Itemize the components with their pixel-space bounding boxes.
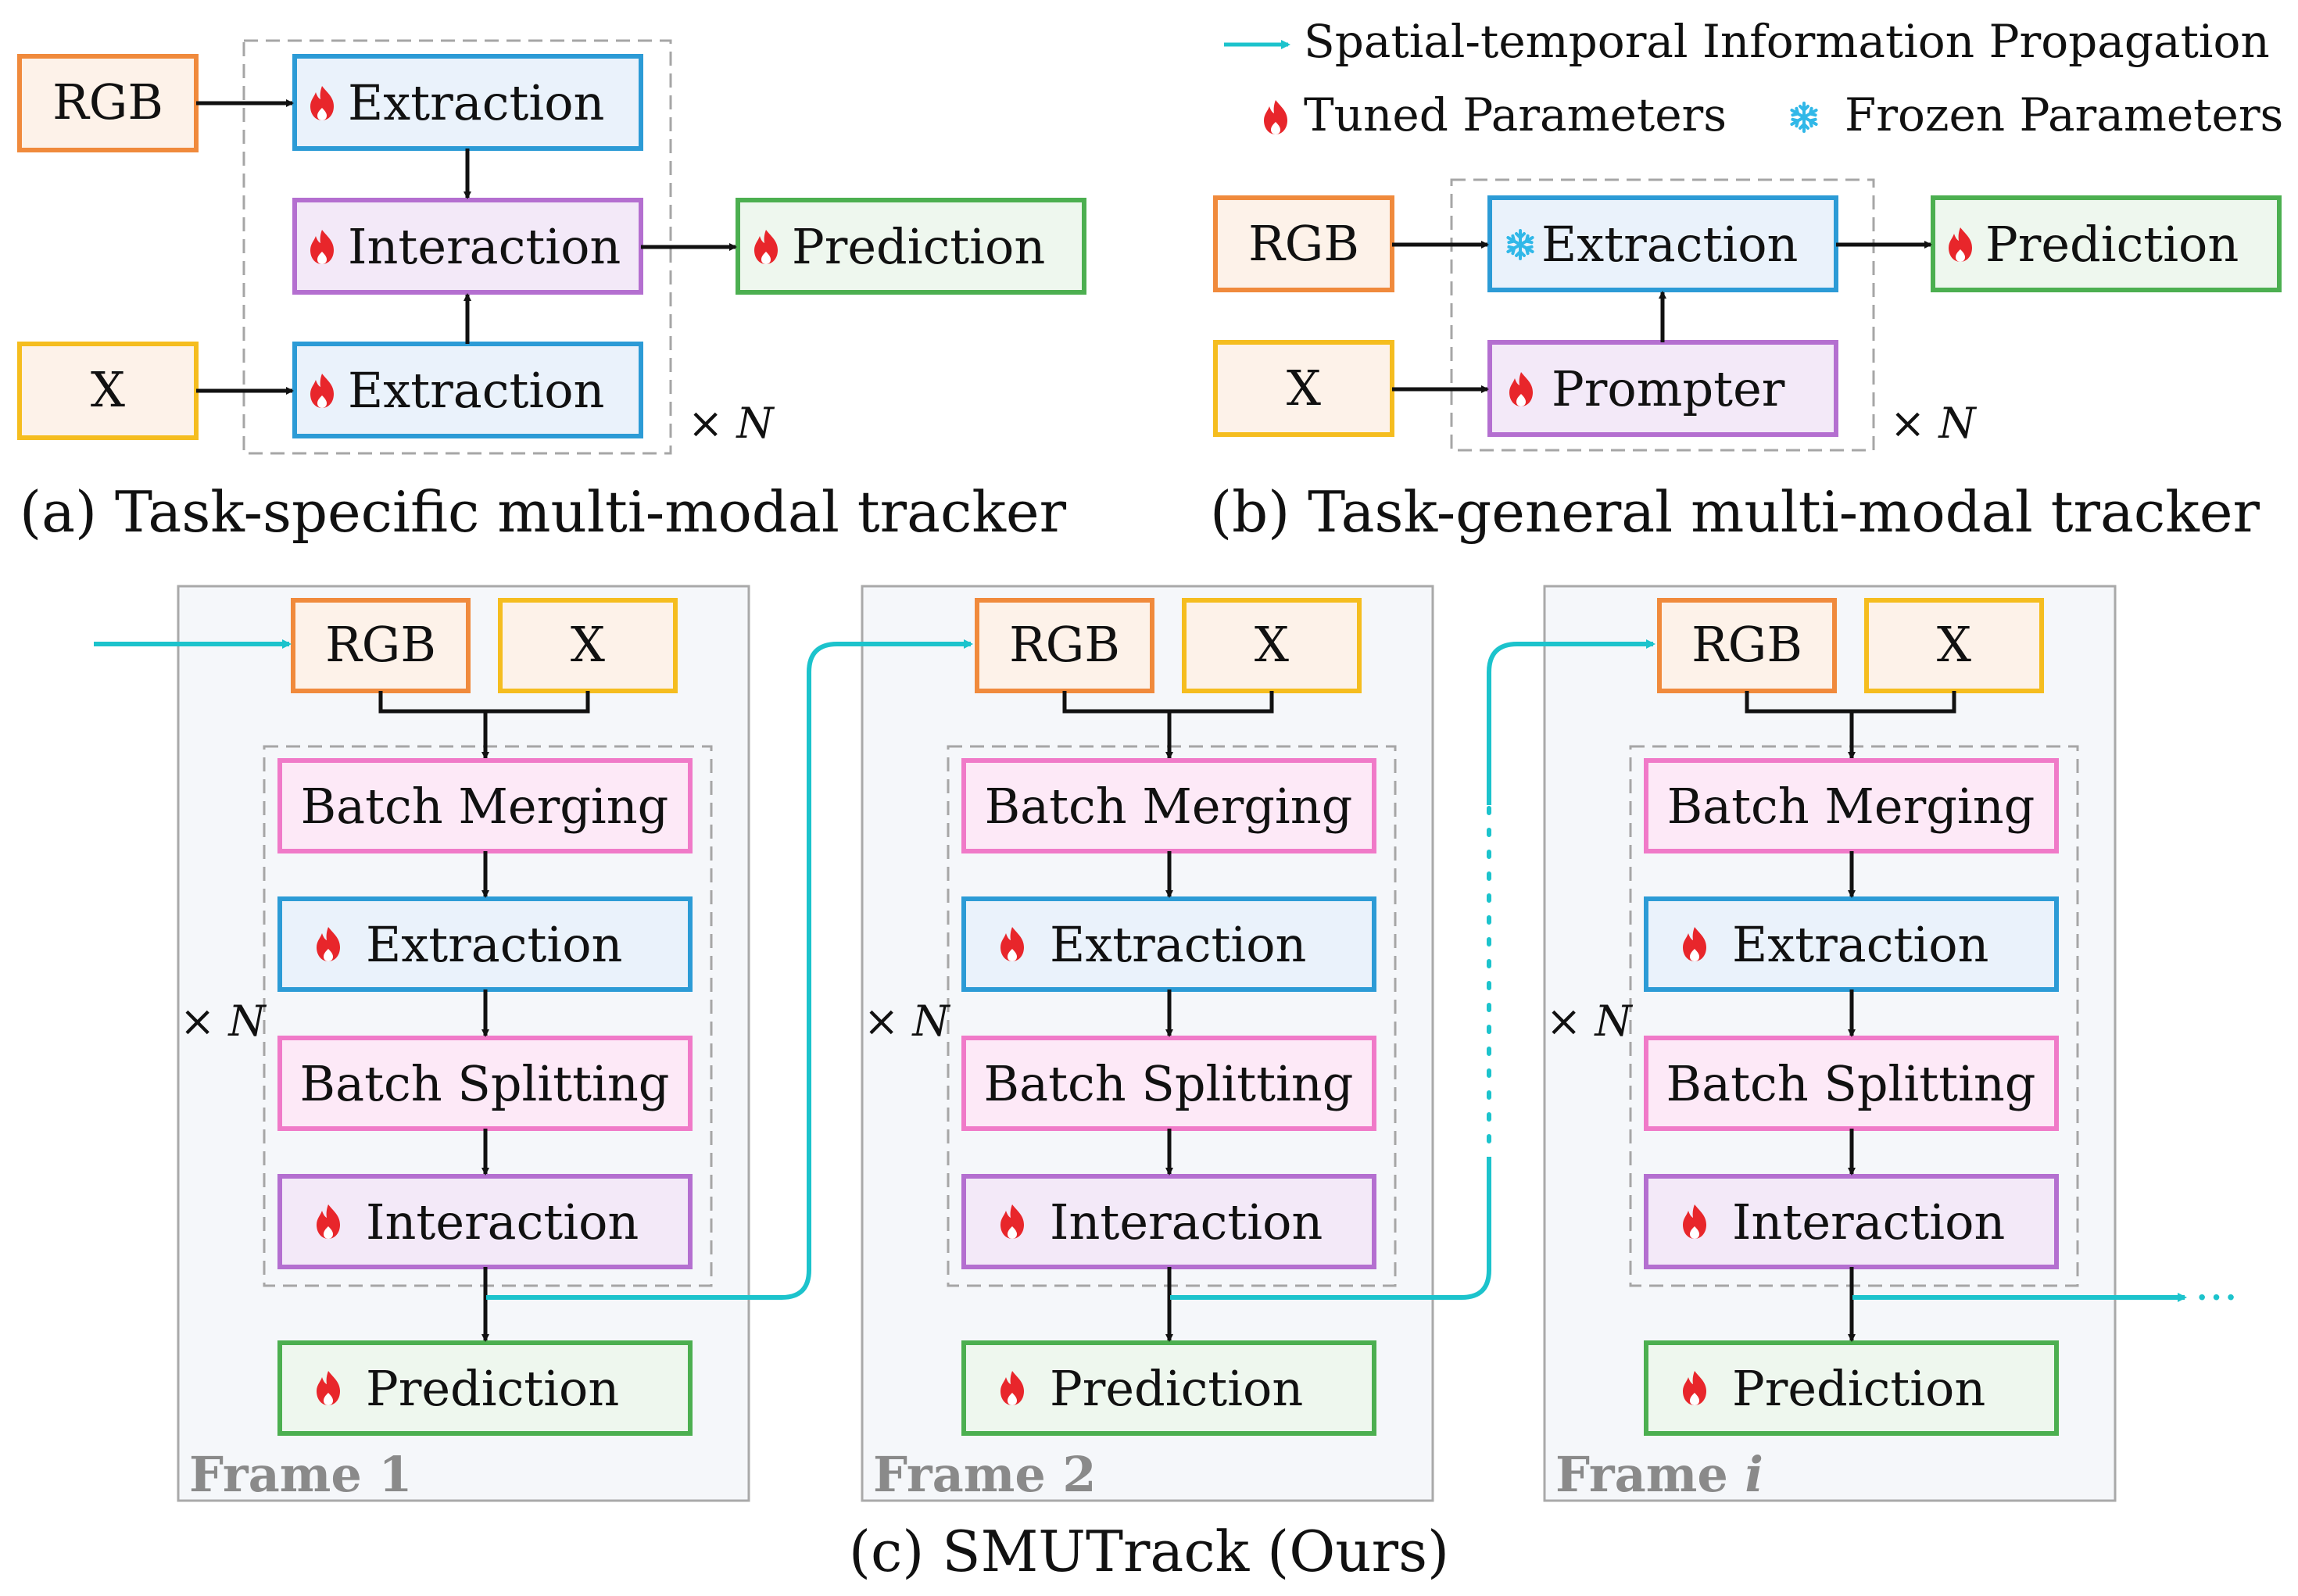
- extraction-label: Extraction: [1050, 916, 1306, 973]
- panel-b-prediction-label: Prediction: [1985, 216, 2239, 273]
- prediction-label: Prediction: [1050, 1360, 1303, 1417]
- interaction-label: Interaction: [366, 1193, 639, 1251]
- propagation-arrow-frame-i-in: [1487, 639, 1655, 805]
- frame-label: Frame i: [1555, 1446, 1763, 1503]
- frame-label-text: Frame 2: [873, 1446, 1097, 1503]
- interaction-box: [277, 1174, 693, 1269]
- frame-label: Frame 2: [873, 1446, 1097, 1503]
- panel-b-x-label: X: [1287, 360, 1321, 417]
- prediction-label: Prediction: [366, 1360, 619, 1417]
- batch-splitting-label: Batch Splitting: [984, 1055, 1354, 1112]
- x-input-box: [498, 598, 678, 693]
- batch-merging-box: [961, 758, 1376, 853]
- frame-label-index: i: [1745, 1446, 1763, 1503]
- batch-merging-box: [1644, 758, 2059, 853]
- propagation-ellipsis: ···: [2195, 1271, 2238, 1324]
- propagation-arrow-frame2-out: [1170, 1157, 1491, 1300]
- rgb-input-label: RGB: [1691, 616, 1802, 673]
- prediction-box: [1644, 1340, 2059, 1436]
- x-input-box: [1182, 598, 1362, 693]
- repeat-block: [263, 745, 713, 1287]
- panel-a-caption: (a) Task-specific multi-modal tracker: [20, 479, 1067, 545]
- propagation-arrow-frame1-to-frame2: [486, 639, 973, 1300]
- panel-a-interaction-label: Interaction: [348, 218, 621, 275]
- rgb-input-box: [291, 598, 471, 693]
- extraction-box: [961, 896, 1376, 992]
- frame-label: Frame 1: [189, 1446, 413, 1503]
- extraction-label: Extraction: [366, 916, 622, 973]
- panel-a-rgb-label: RGB: [52, 73, 163, 131]
- repeat-label: × N: [180, 997, 267, 1046]
- x-input-box: [1864, 598, 2044, 693]
- panel-a-extraction-top-label: Extraction: [348, 74, 604, 131]
- frame-label-text: Frame: [1555, 1446, 1745, 1503]
- panel-a-extraction-bottom-label: Extraction: [348, 362, 604, 419]
- panel-a-repeat-label: × N: [688, 399, 775, 448]
- panel-b-prediction-box: [1931, 195, 2282, 292]
- legend-propagation-label: Spatial-temporal Information Propagation: [1304, 15, 2270, 68]
- extraction-label: Extraction: [1732, 916, 1988, 973]
- extraction-box: [277, 896, 693, 992]
- panel-b-rgb-label: RGB: [1248, 215, 1359, 272]
- repeat-block: [947, 745, 1397, 1287]
- interaction-label: Interaction: [1050, 1193, 1323, 1251]
- panel-c-caption: (c) SMUTrack (Ours): [849, 1519, 1449, 1584]
- repeat-label: × N: [864, 997, 950, 1046]
- panel-b-repeat-block: [1450, 178, 1875, 452]
- panel-a: RGB X Extraction Interaction Extraction …: [17, 39, 1086, 545]
- legend-flame-icon: [1264, 100, 1287, 134]
- panel-b-prompter-label: Prompter: [1552, 360, 1785, 417]
- panel-a-extraction-top-box: [292, 54, 643, 151]
- rgb-input-label: RGB: [325, 616, 436, 673]
- batch-splitting-label: Batch Splitting: [1666, 1055, 2036, 1112]
- panel-a-repeat-block: [242, 39, 672, 455]
- frame-label-text: Frame 1: [189, 1446, 413, 1503]
- rgb-input-label: RGB: [1009, 616, 1120, 673]
- panel-b-caption: (b) Task-general multi-modal tracker: [1210, 479, 2260, 545]
- panel-b-x-box: [1213, 340, 1394, 437]
- prediction-box: [961, 1340, 1376, 1436]
- rgb-input-box: [975, 598, 1154, 693]
- extraction-box: [1644, 896, 2059, 992]
- batch-merging-label: Batch Merging: [1667, 778, 2035, 835]
- batch-merging-box: [277, 758, 693, 853]
- panel-b-prompter-box: [1487, 340, 1838, 437]
- panel-b-extraction-label: Extraction: [1541, 216, 1798, 273]
- interaction-label: Interaction: [1732, 1193, 2005, 1251]
- panel-b-extraction-box: [1487, 195, 1838, 292]
- legend: Spatial-temporal Information Propagation…: [1224, 15, 2283, 141]
- legend-tuned-label: Tuned Parameters: [1304, 88, 1727, 141]
- panel-b: RGB X Extraction Prompter Prediction × N…: [1210, 178, 2282, 545]
- prediction-box: [277, 1340, 693, 1436]
- batch-merging-label: Batch Merging: [985, 778, 1353, 835]
- x-input-label: X: [1937, 616, 1971, 673]
- batch-splitting-box: [277, 1036, 693, 1131]
- prediction-label: Prediction: [1732, 1360, 1985, 1417]
- legend-snowflake-icon: [1790, 102, 1818, 133]
- panel-b-repeat-label: × N: [1890, 399, 1977, 448]
- x-input-label: X: [571, 616, 605, 673]
- repeat-label: × N: [1546, 997, 1633, 1046]
- batch-splitting-label: Batch Splitting: [300, 1055, 670, 1112]
- panel-a-prediction-label: Prediction: [792, 218, 1045, 275]
- panel-a-x-box: [17, 342, 199, 440]
- interaction-box: [1644, 1174, 2059, 1269]
- legend-frozen-label: Frozen Parameters: [1845, 88, 2283, 141]
- panel-a-prediction-box: [736, 198, 1086, 295]
- x-input-label: X: [1255, 616, 1289, 673]
- repeat-block: [1629, 745, 2079, 1287]
- panel-b-rgb-box: [1213, 195, 1394, 292]
- panel-a-x-label: X: [91, 361, 125, 418]
- batch-merging-label: Batch Merging: [301, 778, 669, 835]
